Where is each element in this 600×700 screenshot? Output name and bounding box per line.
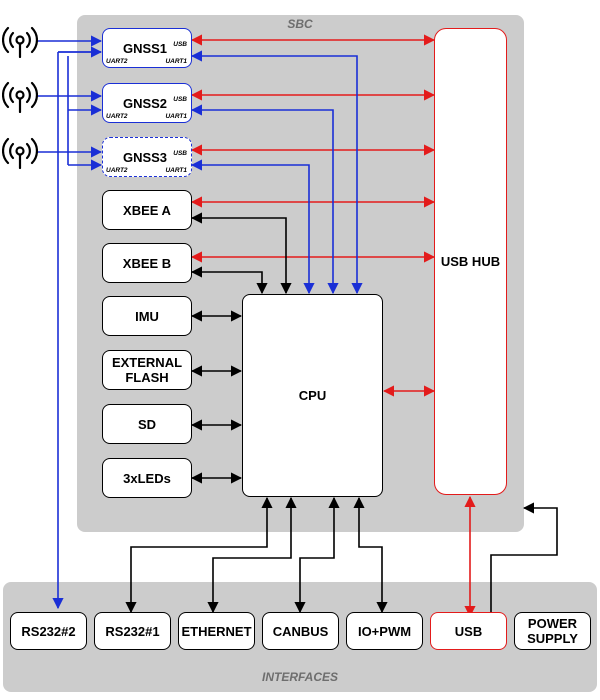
gnss3-uart2-port: UART2 (106, 167, 128, 174)
io-pwm-box: IO+PWM (346, 612, 423, 650)
interfaces-label: INTERFACES (261, 670, 338, 684)
power-supply-box: POWER SUPPLY (514, 612, 591, 650)
rs232-1-box: RS232#1 (94, 612, 171, 650)
gnss1-uart2-port: UART2 (106, 58, 128, 65)
uart1-links (190, 50, 363, 295)
sbc-label: SBC (287, 17, 313, 31)
external-flash-box: EXTERNAL FLASH (102, 350, 192, 390)
antenna-feeds (36, 35, 103, 158)
gnss3-label: GNSS3 (122, 149, 168, 165)
gnss2-uart2-port: UART2 (106, 113, 128, 120)
gnss1-usb-port: USB (173, 41, 187, 48)
leds-box: 3xLEDs (102, 458, 192, 498)
uart2-bus (52, 46, 103, 610)
gnss2-usb-port: USB (173, 96, 187, 103)
peripheral-links (190, 212, 292, 484)
gnss2-uart1-port: UART1 (165, 113, 187, 120)
usb-interface-box: USB (430, 612, 507, 650)
antenna-icon (2, 26, 38, 58)
sd-box: SD (102, 404, 192, 444)
antenna-icon (2, 81, 38, 113)
antenna-icon (2, 137, 38, 169)
gnss2-label: GNSS2 (122, 95, 168, 111)
imu-box: IMU (102, 296, 192, 336)
gnss3-uart1-port: UART1 (165, 167, 187, 174)
gnss1-uart1-port: UART1 (165, 58, 187, 65)
canbus-box: CANBUS (262, 612, 339, 650)
ethernet-box: ETHERNET (178, 612, 255, 650)
usb-hub-box: USB HUB (434, 28, 507, 495)
gnss3-usb-port: USB (173, 150, 187, 157)
gnss1-label: GNSS1 (122, 40, 168, 56)
xbee-b-box: XBEE B (102, 243, 192, 283)
rs232-2-box: RS232#2 (10, 612, 87, 650)
gnss1-module: GNSS1 USB UART1 UART2 (102, 28, 192, 68)
xbee-a-box: XBEE A (102, 190, 192, 230)
gnss3-module: GNSS3 USB UART1 UART2 (102, 137, 192, 177)
gnss2-module: GNSS2 USB UART1 UART2 (102, 83, 192, 123)
cpu-box: CPU (242, 294, 383, 497)
interface-links (125, 496, 558, 614)
